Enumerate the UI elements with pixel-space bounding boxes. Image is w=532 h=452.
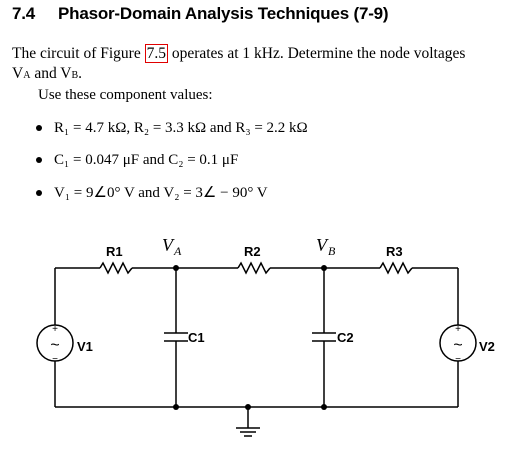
bullet-resistors: R₁ = 4.7 kΩ, R₂ = 3.3 kΩ and R₃ = 2.2 kΩ	[36, 120, 308, 137]
bullet-dot	[36, 124, 42, 131]
r1-label: R1	[106, 244, 123, 259]
v2-minus: −	[455, 354, 461, 365]
bullet-dot	[36, 156, 42, 163]
vb-subscript: B	[71, 70, 79, 81]
r3-resistor	[379, 261, 413, 275]
figure-reference-link[interactable]: 7.5	[144, 44, 168, 63]
bullet-sources: V₁ = 9∠0° V and V₂ = 3∠ − 90° V	[36, 183, 268, 202]
v2-plus: +	[455, 324, 461, 335]
section-heading: 7.4 Phasor-Domain Analysis Techniques (7-…	[12, 4, 389, 24]
v1-source-circle	[36, 324, 74, 362]
c2-label: C2	[337, 330, 354, 345]
junction-dot	[173, 404, 179, 410]
and-text: and	[30, 65, 61, 82]
junction-dot	[173, 265, 179, 271]
problem-text: The circuit of Figure	[12, 45, 145, 62]
v1-label: V1	[77, 339, 93, 354]
junction-dot	[321, 404, 327, 410]
period: .	[78, 65, 83, 82]
node-b-label: V	[316, 235, 329, 255]
section-number: 7.4	[12, 4, 36, 23]
r1-resistor	[99, 261, 133, 275]
r2-label: R2	[244, 244, 261, 259]
vb-symbol: V	[60, 65, 72, 82]
node-a-subscript: A	[173, 244, 182, 258]
problem-line-2: VA and VB.	[12, 65, 82, 85]
junction-dot	[321, 265, 327, 271]
node-a-label: V	[162, 235, 175, 255]
v2-tilde: ~	[453, 337, 462, 354]
component-intro: Use these component values:	[38, 87, 213, 103]
va-subscript: A	[23, 70, 31, 81]
bullet-dot	[36, 189, 42, 196]
problem-text-cont: operates at 1 kHz. Determine the node vo…	[167, 45, 466, 62]
v1-tilde: ~	[50, 337, 59, 354]
r3-label: R3	[386, 244, 403, 259]
c1-label: C1	[188, 330, 205, 345]
bullet-text: C₁ = 0.047 μF and C₂ = 0.1 μF	[54, 152, 239, 168]
bullet-text: V₁ = 9∠0° V and V₂ = 3∠ − 90° V	[54, 185, 268, 201]
va-symbol: V	[12, 65, 24, 82]
section-title: Phasor-Domain Analysis Techniques (7-9)	[58, 4, 389, 23]
bullet-capacitors: C₁ = 0.047 μF and C₂ = 0.1 μF	[36, 152, 238, 169]
problem-line-1: The circuit of Figure 7.5 operates at 1 …	[12, 44, 466, 63]
v2-label: V2	[479, 339, 495, 354]
r2-resistor	[237, 261, 271, 275]
v1-minus: −	[52, 354, 58, 365]
node-b-subscript: B	[328, 244, 336, 258]
junction-dot	[245, 404, 251, 410]
v1-plus: +	[52, 324, 58, 335]
v2-source-circle	[439, 324, 477, 362]
bullet-text: R₁ = 4.7 kΩ, R₂ = 3.3 kΩ and R₃ = 2.2 kΩ	[54, 120, 308, 136]
